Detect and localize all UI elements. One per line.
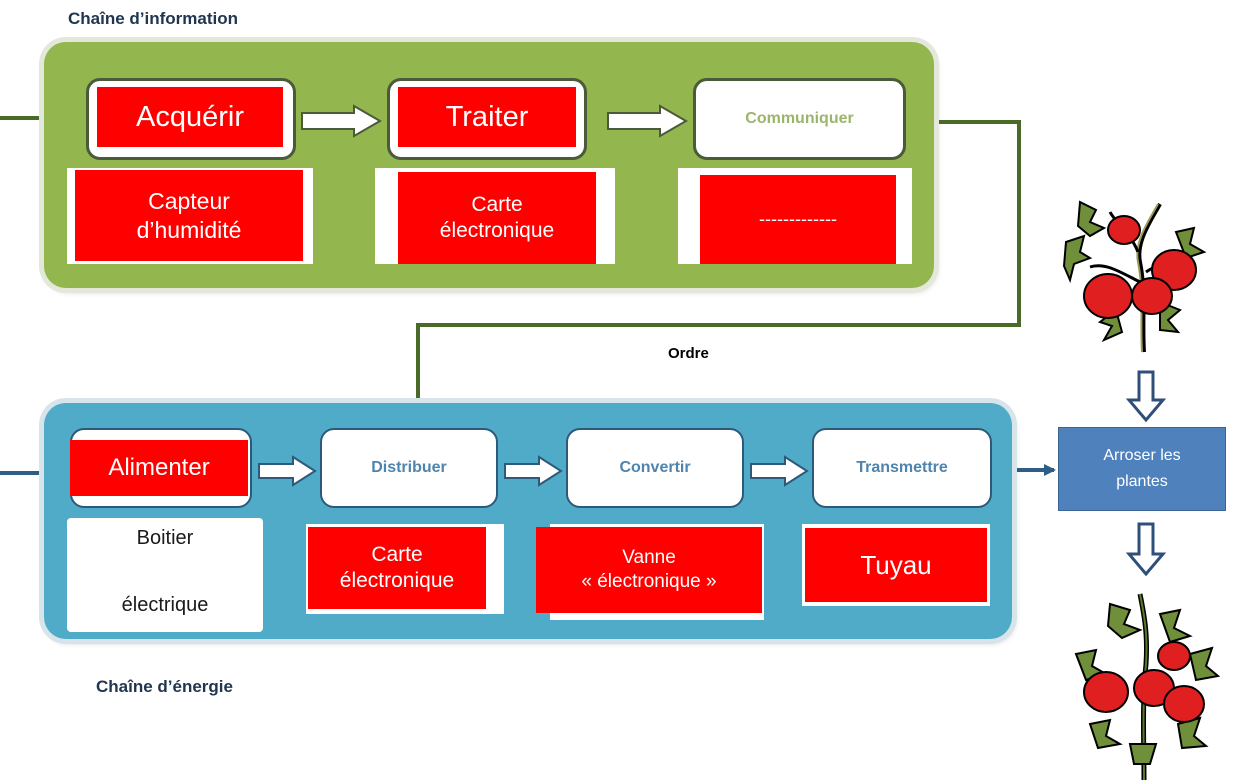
boitier-line1: Boitier xyxy=(136,527,194,549)
action-box: Arroser les plantes xyxy=(1058,427,1226,511)
acquerir-label: Acquérir xyxy=(97,87,283,147)
hollow-arrow-right-icon xyxy=(258,455,317,487)
capteur-label: Capteur d’humidité xyxy=(75,170,303,261)
transmettre-box: Transmettre xyxy=(812,428,992,508)
info-chain-title: Chaîne d’information xyxy=(68,9,238,28)
hollow-arrow-down-icon xyxy=(1126,522,1166,576)
boitier-line2: électrique xyxy=(121,594,209,616)
energy-chain-title: Chaîne d’énergie xyxy=(96,677,233,696)
communiquer-box: Communiquer xyxy=(693,78,906,160)
traiter-label: Traiter xyxy=(398,87,576,147)
vanne-label: Vanne « électronique » xyxy=(536,527,762,613)
communiquer-component: ------------- xyxy=(700,175,896,264)
hollow-arrow-right-icon xyxy=(301,104,382,138)
order-connector xyxy=(413,120,1021,420)
carte-info-label: Carte électronique xyxy=(398,172,596,264)
boitier-card xyxy=(67,518,263,632)
hollow-arrow-right-icon xyxy=(750,455,809,487)
tomato-plant-after-icon xyxy=(1074,593,1220,780)
carte-energy-label: Carte électronique xyxy=(308,527,486,609)
hollow-arrow-right-icon xyxy=(504,455,563,487)
tomato-plant-before-icon xyxy=(1062,200,1207,353)
hollow-arrow-down-icon xyxy=(1126,370,1166,422)
hollow-arrow-right-icon xyxy=(607,104,688,138)
distribuer-box: Distribuer xyxy=(320,428,498,508)
tuyau-label: Tuyau xyxy=(805,528,987,602)
order-label: Ordre xyxy=(668,345,709,362)
alimenter-label: Alimenter xyxy=(70,440,248,496)
convertir-box: Convertir xyxy=(566,428,744,508)
